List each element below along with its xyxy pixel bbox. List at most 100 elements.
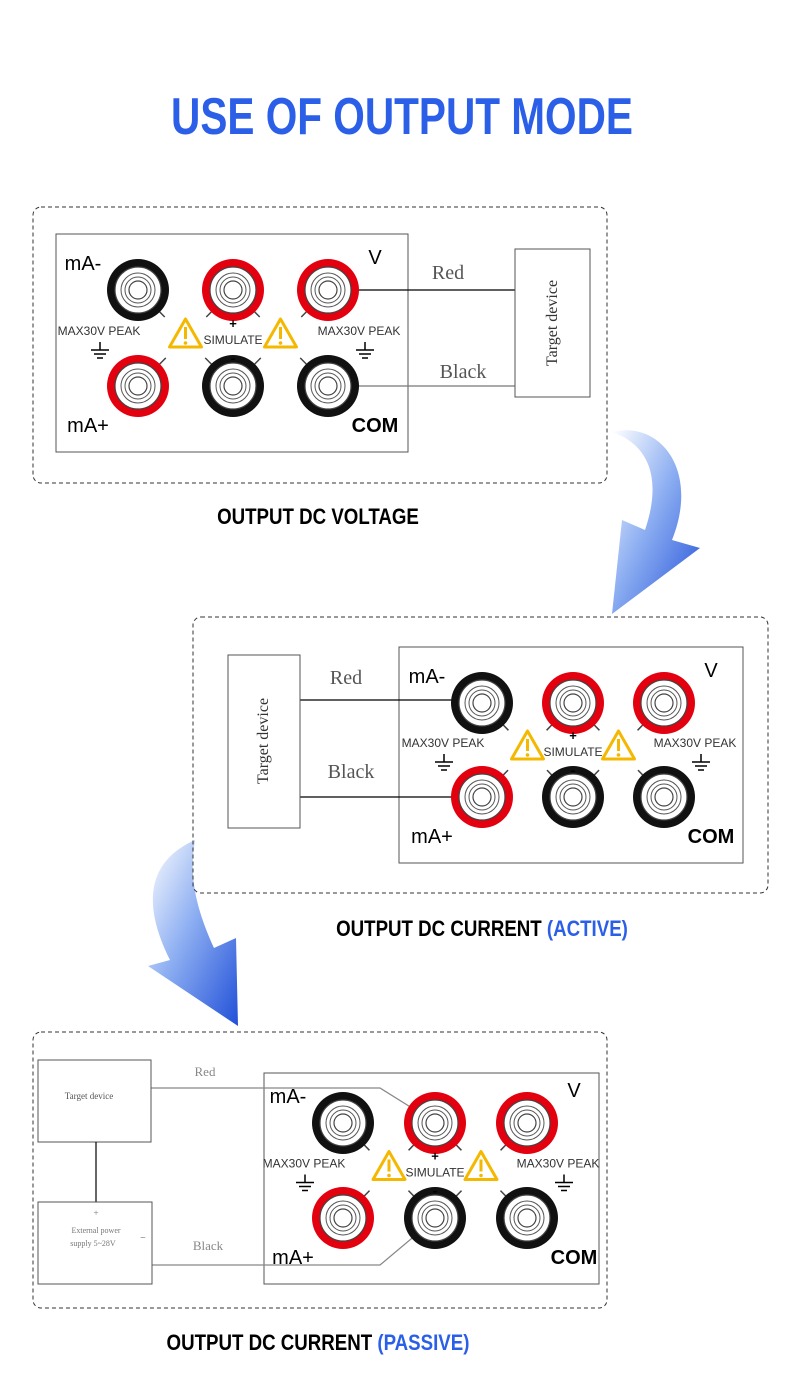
terminal-socket-ring xyxy=(325,1105,361,1141)
label-v: V xyxy=(704,660,718,682)
power-supply-label-1: External power xyxy=(71,1226,120,1235)
terminal-ma-minus[interactable] xyxy=(312,1092,374,1154)
connector-line xyxy=(480,1169,528,1219)
warning-icon xyxy=(263,317,298,349)
terminal-ma-minus[interactable] xyxy=(107,259,169,321)
connector-line xyxy=(184,337,234,387)
terminal-v[interactable] xyxy=(496,1092,558,1154)
terminal-pin xyxy=(425,1208,445,1228)
terminal-pin xyxy=(517,1208,537,1228)
terminal-socket-ring xyxy=(314,372,342,400)
panel-caption: OUTPUT DC CURRENT (ACTIVE) xyxy=(336,918,628,942)
terminal-socket-ring xyxy=(215,272,251,308)
terminal-ma-plus[interactable] xyxy=(451,766,513,828)
label-simulate: SIMULATE xyxy=(543,745,602,759)
terminal-socket-ring xyxy=(417,1105,453,1141)
terminal-ma-plus[interactable] xyxy=(312,1187,374,1249)
warning-dot xyxy=(387,1173,391,1178)
terminal-socket-ring xyxy=(559,689,587,717)
connector-line xyxy=(388,1169,436,1219)
power-plus-label: + xyxy=(93,1208,98,1218)
terminal-pin xyxy=(472,693,492,713)
connector-line xyxy=(572,749,620,798)
label-max-peak-left: MAX30V PEAK xyxy=(58,324,141,338)
terminal-v[interactable] xyxy=(297,259,359,321)
connector-line xyxy=(526,749,574,798)
terminal-socket-ring xyxy=(325,1200,361,1236)
terminal-simulate-minus[interactable] xyxy=(404,1187,466,1249)
target-device-label: Target device xyxy=(544,280,561,366)
connector-line xyxy=(232,337,282,387)
warning-icon xyxy=(510,729,545,761)
label-minus: - xyxy=(433,1183,438,1199)
terminal-com[interactable] xyxy=(297,355,359,417)
terminal-socket-ring xyxy=(421,1204,449,1232)
label-ma-plus: mA+ xyxy=(411,826,453,848)
label-max-peak-left: MAX30V PEAK xyxy=(402,736,485,750)
label-simulate: SIMULATE xyxy=(203,333,262,347)
warning-dot xyxy=(183,341,188,345)
terminal-simulate-plus[interactable] xyxy=(202,259,264,321)
terminal-socket-ring xyxy=(120,272,156,308)
terminal-simulate-plus[interactable] xyxy=(542,672,604,734)
label-max-peak-right: MAX30V PEAK xyxy=(654,736,737,750)
terminal-pin xyxy=(563,787,583,807)
warning-icon xyxy=(601,729,636,761)
red-wire-label: Red xyxy=(330,667,362,689)
terminal-socket-ring xyxy=(513,1109,541,1137)
label-v: V xyxy=(567,1080,581,1102)
panel-caption: OUTPUT DC VOLTAGE xyxy=(217,506,419,530)
label-minus: - xyxy=(231,350,236,366)
connector-line xyxy=(342,1122,390,1172)
terminal-ma-plus[interactable] xyxy=(107,355,169,417)
connector-line xyxy=(572,702,620,751)
terminal-pin xyxy=(128,376,148,396)
terminal-pin xyxy=(654,787,674,807)
label-v: V xyxy=(368,247,382,269)
red-wire-label: Red xyxy=(195,1064,216,1079)
warning-mark xyxy=(479,1159,483,1172)
warning-icon xyxy=(371,1150,407,1181)
terminal-pin xyxy=(654,693,674,713)
warning-mark xyxy=(387,1159,391,1172)
external-power-supply-box xyxy=(37,1201,153,1285)
warning-dot xyxy=(479,1173,483,1178)
panel-output-dc-current-active: Red Black Target device OUTPUT DC CURREN… xyxy=(192,616,769,942)
label-com: COM xyxy=(352,415,399,437)
terminal-socket-ring xyxy=(417,1200,453,1236)
label-max-peak-left: MAX30V PEAK xyxy=(263,1157,346,1171)
terminal-socket-ring xyxy=(120,368,156,404)
label-com: COM xyxy=(688,826,735,848)
target-device-box xyxy=(514,248,591,398)
terminal-pin xyxy=(318,376,338,396)
page-title: USE OF OUTPUT MODE xyxy=(171,87,633,145)
warning-mark xyxy=(617,739,620,751)
panel-frame xyxy=(32,1031,608,1309)
terminal-simulate-minus[interactable] xyxy=(202,355,264,417)
terminal-socket-ring xyxy=(650,783,678,811)
terminal-socket-ring xyxy=(464,685,500,721)
terminal-socket-ring xyxy=(513,1204,541,1232)
label-minus: - xyxy=(571,762,576,778)
target-device-box xyxy=(227,654,301,829)
connector-line xyxy=(184,289,234,339)
label-com: COM xyxy=(551,1247,598,1269)
terminal-v[interactable] xyxy=(633,672,695,734)
label-plus: + xyxy=(431,1149,439,1164)
terminal-com[interactable] xyxy=(496,1187,558,1249)
power-supply-label-2: supply 5~28V xyxy=(70,1239,116,1248)
panel-frame xyxy=(192,616,769,894)
terminal-socket-ring xyxy=(650,689,678,717)
terminal-com[interactable] xyxy=(633,766,695,828)
terminal-ma-minus[interactable] xyxy=(451,672,513,734)
terminal-simulate-plus[interactable] xyxy=(404,1092,466,1154)
warning-icon xyxy=(463,1150,499,1181)
terminal-socket-ring xyxy=(468,689,496,717)
warning-mark xyxy=(526,739,529,751)
label-plus: + xyxy=(569,728,577,743)
terminal-socket-ring xyxy=(310,368,346,404)
warning-icon xyxy=(168,317,203,349)
terminal-simulate-minus[interactable] xyxy=(542,766,604,828)
label-simulate: SIMULATE xyxy=(405,1166,464,1180)
